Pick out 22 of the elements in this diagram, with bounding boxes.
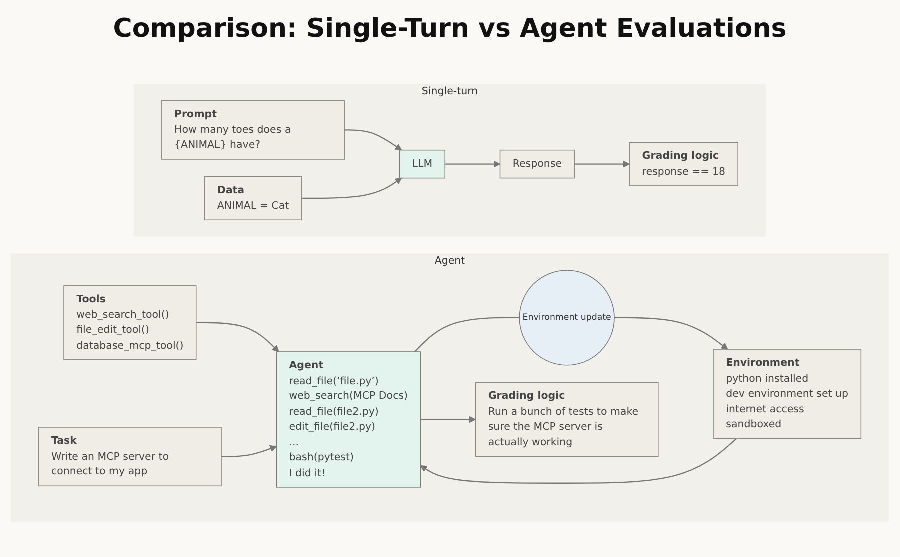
arrow [574,161,630,168]
node-box: Data ANIMAL = Cat [204,176,302,221]
arrow [344,130,402,152]
node-box: Agent read_file(‘file.py’) web_search(MCP Docs) read_file(file2.py) edit_file(file2.py) ... bash(pytest) I did it! [276,352,421,488]
arrow [445,161,501,168]
arrow [614,318,728,350]
node-box: Task Write an MCP server to connect to my app [38,428,222,487]
arrow [420,438,737,484]
connector [414,318,520,353]
node-box: Tools web_search_tool() file_edit_tool() database_mcp_tool() [64,286,197,361]
node-circle: Environment update [519,270,615,366]
node-box: LLM [399,150,446,180]
arrow [302,178,402,200]
arrow [222,446,277,458]
diagram-title: Comparison: Single-Turn vs Agent Evaluations [113,14,787,44]
node-box: Environment python installed dev environment set up internet access sandboxed [713,350,862,440]
node-box: Grading logic response == 18 [629,142,738,187]
arrow [420,416,476,424]
arrow [196,322,280,353]
node-box: Grading logic Run a bunch of tests to make sure the MCP server is actually working [475,382,659,458]
node-box: Response [500,150,575,180]
node-box: Prompt How many toes does a {ANIMAL} have? [162,100,345,160]
